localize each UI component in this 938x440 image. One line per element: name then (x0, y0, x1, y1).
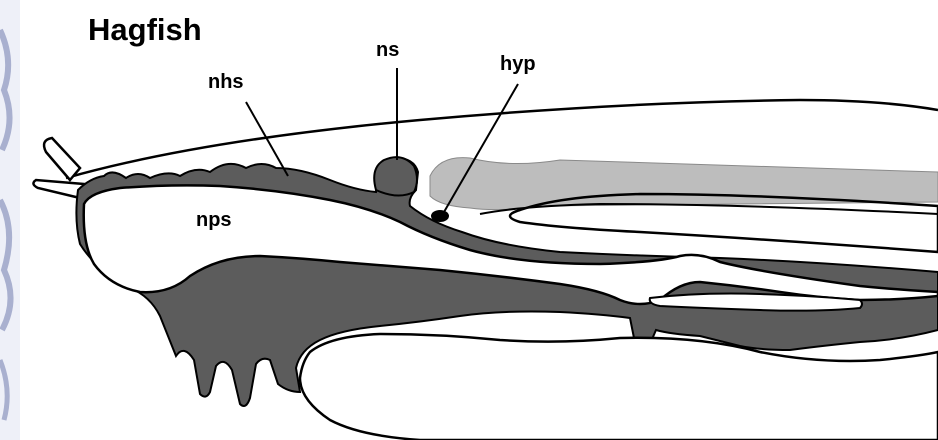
label-nhs: nhs (208, 71, 244, 93)
neural-tube-inner (480, 204, 938, 214)
label-hyp: hyp (500, 53, 536, 75)
oral-cavity (300, 334, 938, 440)
left-edge-artifact (0, 0, 20, 440)
label-ns: ns (376, 39, 399, 61)
hypophysis-dot (431, 210, 449, 222)
snout-tentacle-upper (44, 138, 80, 180)
diagram-title: Hagfish (88, 12, 202, 47)
nasal-sac-bulb (374, 157, 417, 195)
label-nps: nps (196, 209, 232, 231)
